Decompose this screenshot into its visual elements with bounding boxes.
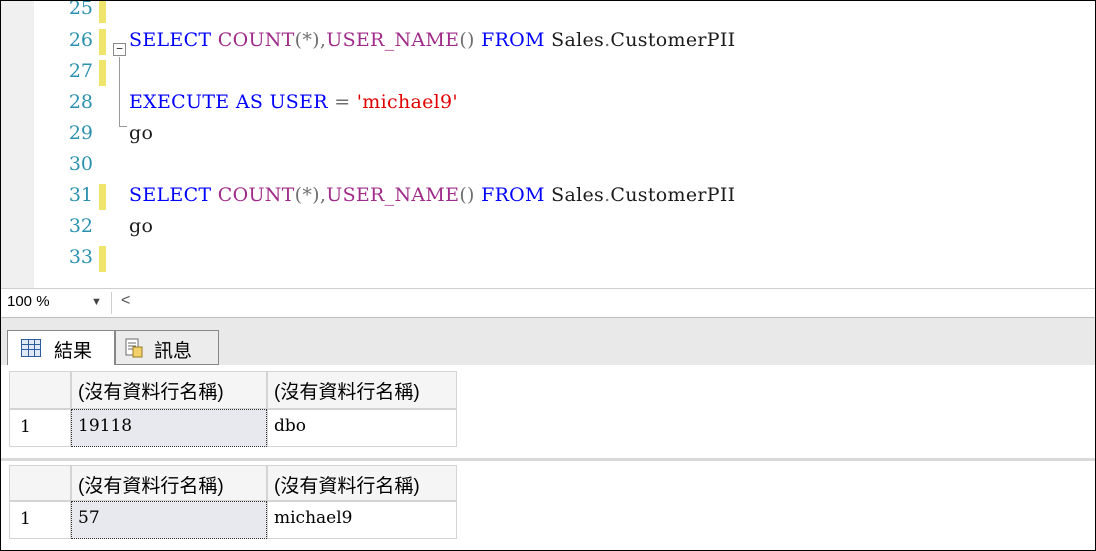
message-icon: [125, 338, 143, 358]
grid-corner[interactable]: [9, 371, 71, 409]
code-token: (): [459, 184, 482, 206]
code-token: Sales: [551, 29, 605, 51]
row-header[interactable]: 1: [9, 501, 71, 539]
code-token: =: [334, 91, 357, 113]
grid-corner[interactable]: [9, 465, 71, 501]
scroll-left-icon[interactable]: <: [121, 292, 131, 309]
code-token: EXECUTE AS USER: [129, 91, 335, 113]
line-number: 28: [68, 91, 93, 113]
zoom-level[interactable]: 100 %: [7, 293, 50, 310]
line-number: 26: [68, 29, 93, 51]
code-token: .: [604, 184, 611, 206]
line-number: 31: [68, 184, 93, 206]
line-number: 29: [68, 122, 93, 144]
code-line[interactable]: 25: [1, 1, 1095, 25]
code-line[interactable]: 33: [1, 244, 1095, 274]
table-cell-selected[interactable]: 19118: [71, 409, 267, 447]
zoom-dropdown-icon[interactable]: ▼: [91, 296, 102, 308]
zoom-bar: 100 % ▼ <: [1, 288, 1095, 317]
code-token: FROM: [481, 184, 552, 206]
results-pane: (沒有資料行名稱) (沒有資料行名稱) 1 19118 dbo (沒有資料行名稱…: [1, 365, 1095, 550]
line-number: 32: [68, 215, 93, 237]
code-text[interactable]: go: [129, 215, 153, 237]
code-token: COUNT: [217, 29, 295, 51]
code-token: (*),: [294, 184, 327, 206]
code-text[interactable]: SELECT COUNT(*),USER_NAME() FROM Sales.C…: [129, 29, 735, 51]
code-text[interactable]: SELECT COUNT(*),USER_NAME() FROM Sales.C…: [129, 184, 735, 206]
divider: [111, 292, 112, 314]
column-header[interactable]: (沒有資料行名稱): [71, 465, 267, 501]
code-token: .: [604, 29, 611, 51]
line-number: 25: [68, 1, 93, 19]
code-line[interactable]: 26 SELECT COUNT(*),USER_NAME() FROM Sales…: [1, 27, 1095, 57]
line-number: 30: [68, 153, 93, 175]
code-line[interactable]: 30: [1, 151, 1095, 181]
code-token: (*),: [294, 29, 327, 51]
change-marker: [99, 29, 106, 55]
table-cell-selected[interactable]: 57: [71, 501, 267, 539]
code-line[interactable]: 27: [1, 58, 1095, 88]
change-marker: [99, 246, 106, 272]
outline-bracket: [119, 57, 120, 127]
column-header[interactable]: (沒有資料行名稱): [267, 465, 457, 501]
change-marker: [99, 1, 106, 23]
code-token: go: [129, 122, 154, 144]
tab-messages[interactable]: 訊息: [115, 330, 219, 365]
table-cell[interactable]: dbo: [267, 409, 457, 447]
result-grid-2[interactable]: (沒有資料行名稱) (沒有資料行名稱) 1 57 michael9: [9, 465, 1095, 541]
code-token: (): [459, 29, 482, 51]
code-token: USER_NAME: [326, 29, 460, 51]
code-token: Sales: [551, 184, 605, 206]
collapse-toggle-icon[interactable]: −: [113, 43, 126, 56]
code-token: CustomerPII: [610, 184, 736, 206]
tab-results[interactable]: 結果: [7, 330, 115, 366]
column-header[interactable]: (沒有資料行名稱): [71, 371, 267, 409]
grid-splitter[interactable]: [1, 458, 1095, 461]
editor-margin: [1, 1, 34, 288]
code-token: go: [129, 215, 154, 237]
change-marker: [99, 60, 106, 86]
code-token: COUNT: [217, 184, 295, 206]
code-token: SELECT: [129, 29, 218, 51]
line-number: 33: [68, 246, 93, 268]
code-token: FROM: [481, 29, 552, 51]
change-marker: [99, 184, 106, 210]
outline-bracket-end: [119, 126, 127, 127]
code-token: 'michael9': [356, 91, 458, 113]
code-line[interactable]: 32 go: [1, 213, 1095, 243]
code-token: CustomerPII: [610, 29, 736, 51]
table-cell[interactable]: michael9: [267, 501, 457, 539]
grid-icon: [21, 339, 41, 357]
result-grid-1[interactable]: (沒有資料行名稱) (沒有資料行名稱) 1 19118 dbo: [9, 371, 1095, 447]
results-tabstrip: 結果 訊息: [1, 317, 1095, 366]
code-token: USER_NAME: [326, 184, 460, 206]
code-text[interactable]: EXECUTE AS USER = 'michael9': [129, 91, 458, 113]
code-line[interactable]: 31 SELECT COUNT(*),USER_NAME() FROM Sales…: [1, 182, 1095, 212]
line-number: 27: [68, 60, 93, 82]
code-token: SELECT: [129, 184, 218, 206]
code-line[interactable]: 29 go: [1, 120, 1095, 150]
row-header[interactable]: 1: [9, 409, 71, 447]
column-header[interactable]: (沒有資料行名稱): [267, 371, 457, 409]
code-text[interactable]: go: [129, 122, 153, 144]
tab-results-label: 結果: [54, 341, 93, 362]
code-line[interactable]: 28 EXECUTE AS USER = 'michael9': [1, 89, 1095, 119]
tab-messages-label: 訊息: [154, 341, 193, 362]
